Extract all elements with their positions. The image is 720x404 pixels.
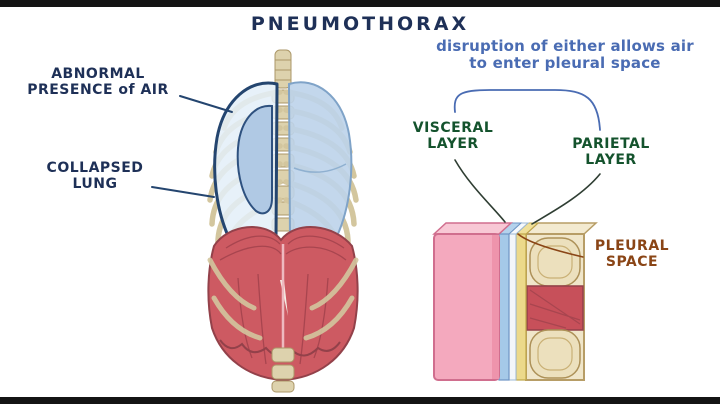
pleural-space-line1: PLEURAL xyxy=(594,238,670,254)
collapsed-lung-label: COLLAPSED LUNG xyxy=(30,160,160,192)
pleural-space-line2: SPACE xyxy=(605,254,659,271)
right-lung xyxy=(288,81,353,250)
visceral-layer-line1: VISCERAL xyxy=(412,120,494,136)
pleural-space-label: PLEURAL SPACE xyxy=(582,238,682,270)
lower-ribs xyxy=(207,257,359,341)
collapsed-lung-line1: COLLAPSED xyxy=(46,160,144,176)
pleura-cross-section xyxy=(430,208,600,398)
abnormal-air-line2: PRESENCE of AIR xyxy=(27,82,169,99)
disruption-note: disruption of either allows air to enter… xyxy=(415,37,715,73)
collapsed-lung-line2: LUNG xyxy=(72,176,118,193)
parietal-layer-line1: PARIETAL xyxy=(572,136,650,152)
thorax-svg xyxy=(207,49,359,393)
parietal-layer-label: PARIETAL LAYER xyxy=(556,136,666,168)
intercostal-muscle xyxy=(526,285,584,331)
lumbar-spine xyxy=(271,347,295,393)
disruption-note-line1: disruption of either allows air xyxy=(436,37,694,55)
collapsed-lung-shape xyxy=(236,104,273,215)
abnormal-air-line1: ABNORMAL xyxy=(51,66,145,82)
trachea xyxy=(274,49,292,89)
parietal-layer-line2: LAYER xyxy=(585,152,637,169)
thorax-illustration xyxy=(168,48,398,393)
top-letterbox-bar xyxy=(0,0,720,7)
abnormal-presence-of-air-label: ABNORMAL PRESENCE of AIR xyxy=(8,66,188,98)
rib-cross-section-bottom xyxy=(529,329,581,379)
bottom-letterbox-bar xyxy=(0,397,720,404)
diaphragm xyxy=(207,226,359,382)
cross-section-svg xyxy=(432,222,598,381)
lung-slab xyxy=(432,222,513,381)
visceral-layer-line2: LAYER xyxy=(427,136,479,153)
rib-cross-section-top xyxy=(529,237,581,287)
disruption-note-line2: to enter pleural space xyxy=(469,54,661,73)
visceral-layer-label: VISCERAL LAYER xyxy=(398,120,508,152)
chest-wall xyxy=(524,222,598,381)
page-title: PNEUMOTHORAX xyxy=(250,13,470,35)
